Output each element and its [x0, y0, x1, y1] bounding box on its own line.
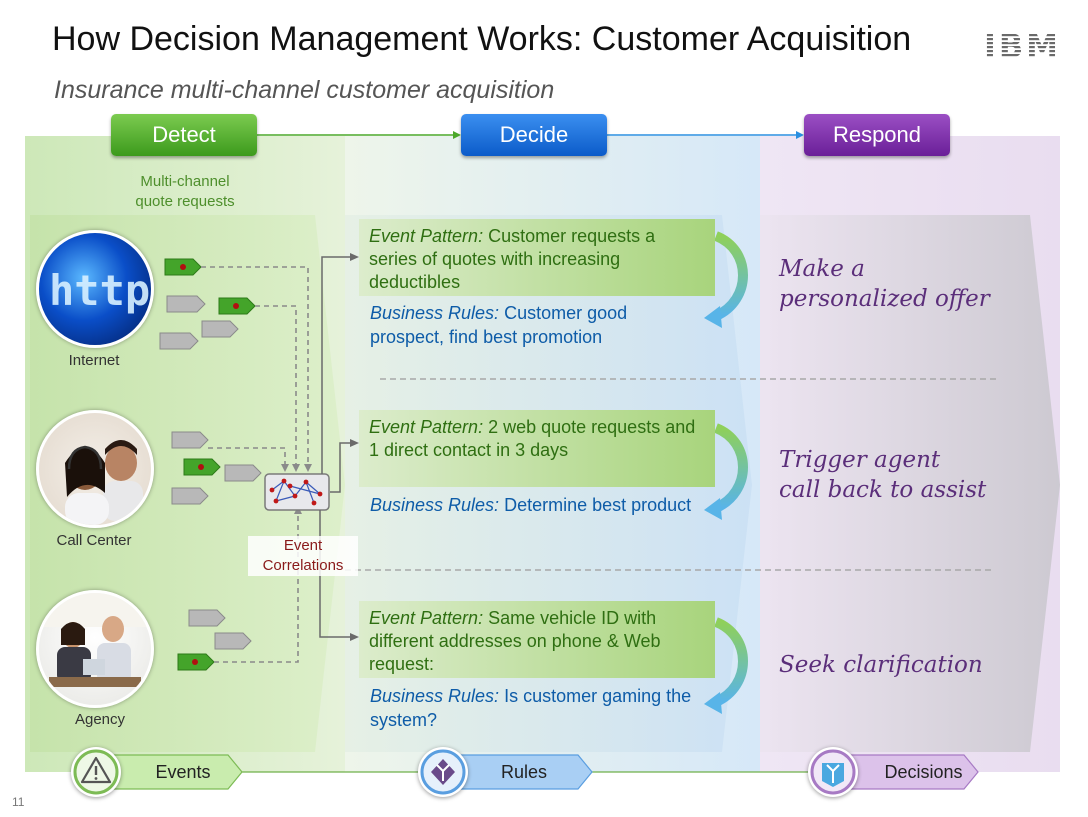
- agency-label: Agency: [74, 711, 126, 728]
- business-rules-text: Business Rules: Determine best product: [370, 493, 700, 517]
- internet-label: Internet: [68, 352, 120, 369]
- response-line: call back to assist: [779, 477, 987, 503]
- svg-text:IBM: IBM: [984, 30, 1058, 60]
- pattern-label: Event Pattern:: [369, 608, 484, 628]
- connector-arrowheads: [350, 253, 359, 641]
- event-tags-agency: [177, 609, 252, 671]
- pattern-text: Same vehicle ID with different addresses…: [369, 608, 661, 674]
- agency-image: [36, 590, 154, 708]
- business-rules-text: Business Rules: Is customer gaming the s…: [370, 684, 700, 732]
- arrowhead-icon: [796, 131, 804, 139]
- warning-icon: [71, 747, 121, 797]
- multichannel-caption: Multi-channel quote requests: [110, 172, 260, 212]
- pattern-label: Event Pattern:: [369, 226, 484, 246]
- response-text: Make a personalized offer: [779, 254, 990, 314]
- rules-text: Determine best product: [499, 495, 692, 515]
- correlation-engine-icon: [264, 473, 330, 511]
- ibm-logo: IBM: [984, 30, 1058, 60]
- detect-phase-button[interactable]: Detect: [111, 114, 257, 156]
- caption-line: Event: [283, 537, 323, 554]
- decisions-pill[interactable]: Decisions: [884, 761, 963, 782]
- rules-text: Is customer gaming the system?: [370, 686, 692, 730]
- call-center-image: [36, 410, 154, 528]
- pattern-label: Event Pattern:: [369, 417, 484, 437]
- event-pattern-box: Event Pattern: Customer requests a serie…: [359, 219, 715, 296]
- response-line: personalized offer: [779, 286, 990, 312]
- event-pattern-box: Event Pattern: Same vehicle ID with diff…: [359, 601, 715, 678]
- curved-arrow-icon: [704, 231, 748, 328]
- page-subtitle: Insurance multi-channel customer acquisi…: [54, 76, 555, 104]
- response-line: Make a: [779, 256, 865, 282]
- respond-phase-button[interactable]: Respond: [804, 114, 950, 156]
- business-rules-text: Business Rules: Customer good prospect, …: [370, 301, 700, 349]
- page-number: 11: [12, 795, 25, 809]
- rules-text: Customer good prospect, find best promot…: [370, 303, 628, 347]
- response-text: Seek clarification: [779, 650, 983, 680]
- caption-line: quote requests: [135, 193, 235, 210]
- response-text: Trigger agent call back to assist: [779, 445, 986, 505]
- event-tags-internet: [159, 258, 256, 350]
- internet-image: http:/: [36, 230, 154, 348]
- caption-line: Correlations: [262, 557, 344, 574]
- rules-label: Business Rules:: [370, 686, 500, 706]
- arrowhead-icon: [453, 131, 461, 139]
- event-pattern-box: Event Pattern: 2 web quote requests and …: [359, 410, 715, 487]
- caption-line: Multi-channel: [140, 173, 230, 190]
- event-tags-call-center: [171, 431, 262, 505]
- event-correlations-caption: Event Correlations: [248, 536, 358, 576]
- response-line: Seek clarification: [779, 652, 983, 678]
- rules-split-icon: [418, 747, 468, 797]
- respond-chevron: [760, 215, 1060, 752]
- rules-label: Business Rules:: [370, 303, 500, 323]
- page-title: How Decision Management Works: Customer …: [52, 20, 912, 58]
- response-line: Trigger agent: [779, 447, 941, 473]
- call-center-label: Call Center: [56, 532, 132, 549]
- events-pill[interactable]: Events: [155, 761, 211, 782]
- svg-text:http:/: http:/: [49, 266, 151, 315]
- decisions-split-icon: [808, 747, 858, 797]
- rules-pill[interactable]: Rules: [500, 761, 548, 782]
- decide-phase-button[interactable]: Decide: [461, 114, 607, 156]
- rules-label: Business Rules:: [370, 495, 500, 515]
- pattern-text: Customer requests a series of quotes wit…: [369, 226, 656, 292]
- curved-arrow-icon: [704, 423, 748, 520]
- curved-arrow-icon: [704, 617, 748, 714]
- pattern-text: 2 web quote requests and 1 direct contac…: [369, 417, 696, 460]
